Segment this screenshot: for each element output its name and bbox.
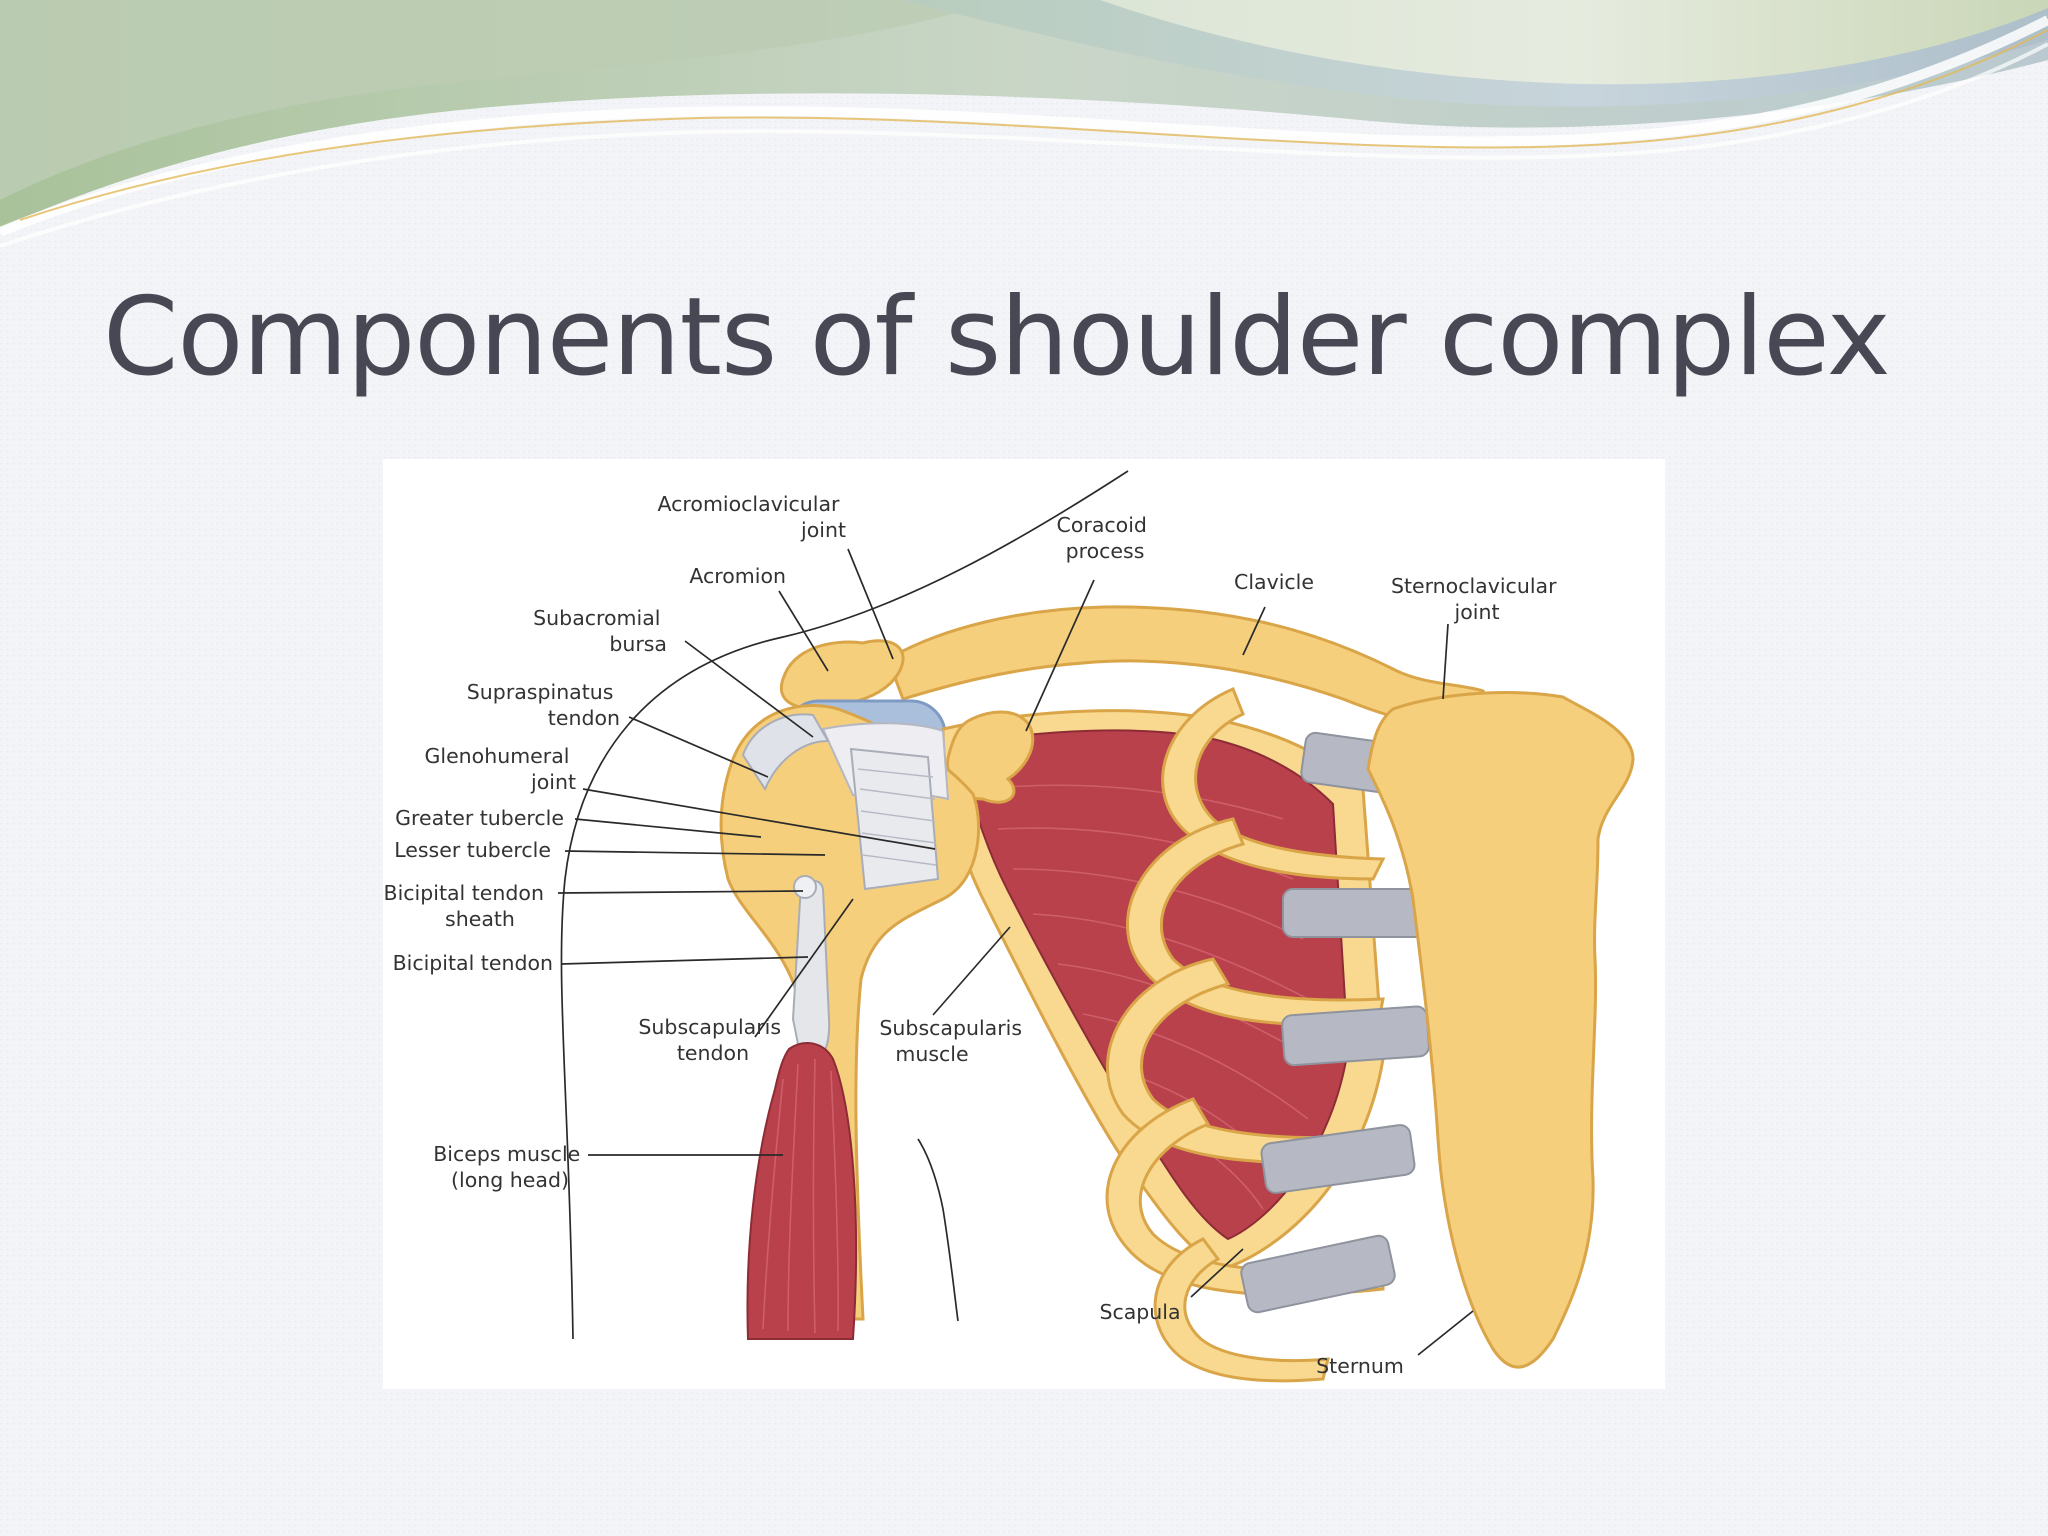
label-subscapularis-muscle: Subscapularis muscle [879,1016,1028,1066]
slide-title: Components of shoulder complex [103,275,1891,400]
acromion-bone [779,639,905,710]
biceps-striations [762,1058,839,1334]
header-wave-decoration [0,0,2048,248]
label-scapula: Scapula [1099,1300,1180,1324]
label-clavicle: Clavicle [1234,570,1314,594]
label-sternoclavicular-joint: Sternoclavicular joint [1391,574,1563,624]
body-outline [560,470,1129,1340]
label-bicipital-tendon-sheath: Bicipital tendon sheath [384,881,551,931]
label-sternum: Sternum [1316,1354,1404,1378]
label-subscapularis-tendon: Subscapularis tendon [638,1015,787,1065]
bicipital-tendon-sheath-shape [793,875,817,899]
label-subacromial-bursa: Subacromial bursa [533,606,667,656]
label-biceps-muscle: Biceps muscle (long head) [433,1142,587,1192]
label-bicipital-tendon: Bicipital tendon [393,951,553,975]
label-supraspinatus-tendon: Supraspinatus tendon [467,680,620,730]
subscapularis-tendon-shape [849,747,940,891]
label-acromion: Acromion [689,564,786,588]
label-coracoid-process: Coracoid process [1057,513,1154,563]
shoulder-anatomy-diagram: Acromioclavicular joint Acromion Subacro… [384,470,1635,1383]
subscapularis-tendon-fibers [857,768,937,866]
leader-lines [557,548,1474,1356]
biceps-muscle-shape [746,1042,858,1340]
armpit-outline [917,1138,959,1322]
label-greater-tubercle: Greater tubercle [395,806,564,830]
label-acromioclavicular-joint: Acromioclavicular joint [658,492,847,542]
anatomy-labels: Acromioclavicular joint Acromion Subacro… [384,492,1563,1378]
label-lesser-tubercle: Lesser tubercle [394,838,551,862]
label-glenohumeral-joint: Glenohumeral joint [424,744,576,794]
sternum-bone [1366,691,1635,1369]
coracoid-process-bone [946,710,1035,804]
